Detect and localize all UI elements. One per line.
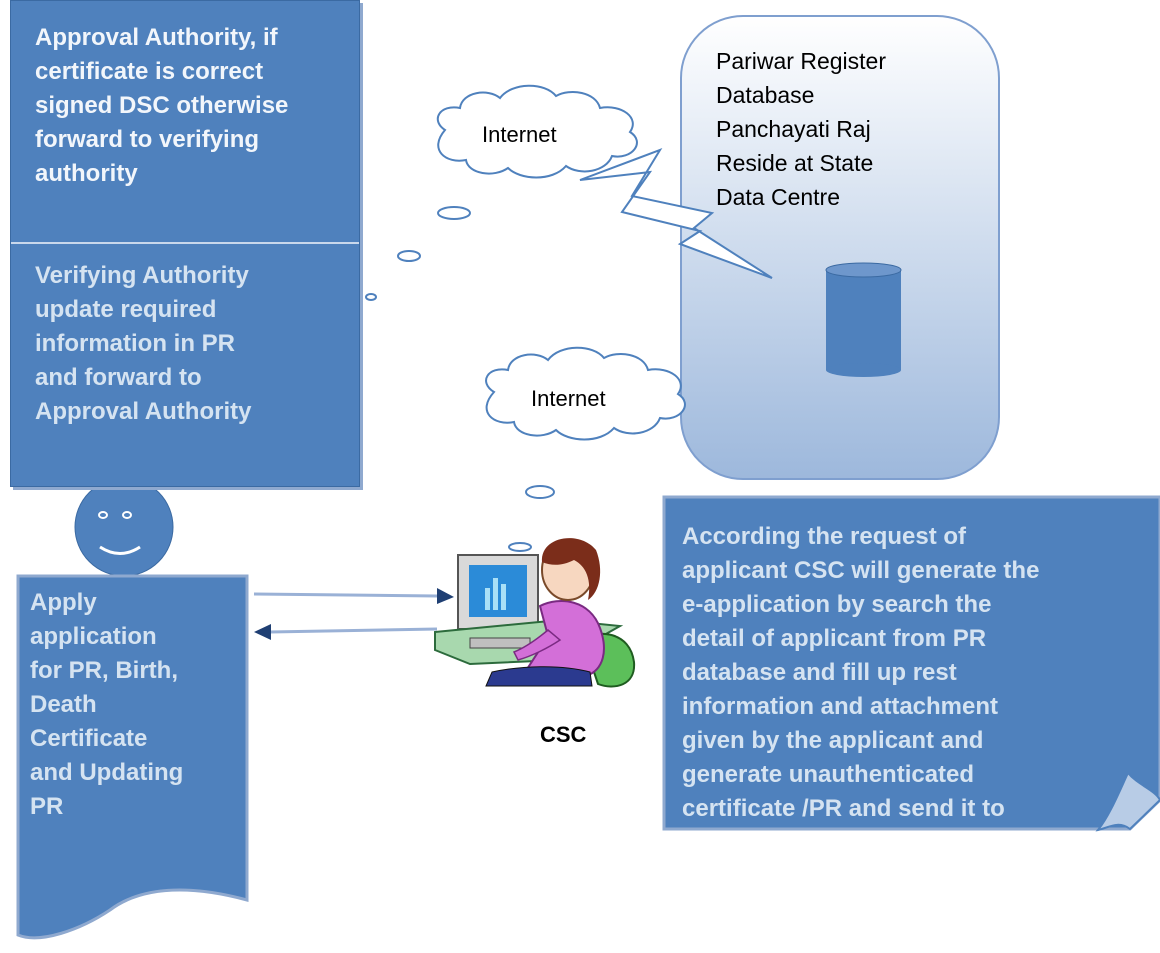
apply-application-text: Apply application for PR, Birth, Death C… xyxy=(30,589,184,820)
thought-bubble xyxy=(525,485,555,499)
cloud-icon xyxy=(485,346,686,441)
arrow-to-csc xyxy=(253,588,454,604)
cloud-icon xyxy=(436,84,638,179)
lightning-bolt-icon xyxy=(579,148,773,279)
smiley-face-icon xyxy=(74,477,174,577)
operator-at-computer-icon xyxy=(434,538,636,688)
thought-bubble xyxy=(508,542,532,552)
csc-request-text: According the request of applicant CSC w… xyxy=(682,523,1040,822)
thought-bubble xyxy=(437,206,471,220)
internet-label-top: Internet xyxy=(482,122,557,147)
database-description-text: Pariwar Register Database Panchayati Raj… xyxy=(716,48,886,210)
database-container xyxy=(680,15,1000,480)
database-cylinder-icon xyxy=(825,262,902,377)
internet-label-bottom: Internet xyxy=(531,386,606,411)
folded-corner xyxy=(1095,771,1160,832)
arrow-from-csc xyxy=(254,624,438,640)
thought-bubble xyxy=(397,250,421,262)
authority-divider xyxy=(11,242,359,244)
apply-document-shape xyxy=(16,574,249,940)
csc-label: CSC xyxy=(540,722,587,747)
verifying-authority-text: Verifying Authority update required info… xyxy=(35,262,252,425)
approval-authority-text: Approval Authority, if certificate is co… xyxy=(35,24,289,187)
thought-bubble xyxy=(365,293,377,301)
authority-box: Approval Authority, if certificate is co… xyxy=(10,0,360,487)
